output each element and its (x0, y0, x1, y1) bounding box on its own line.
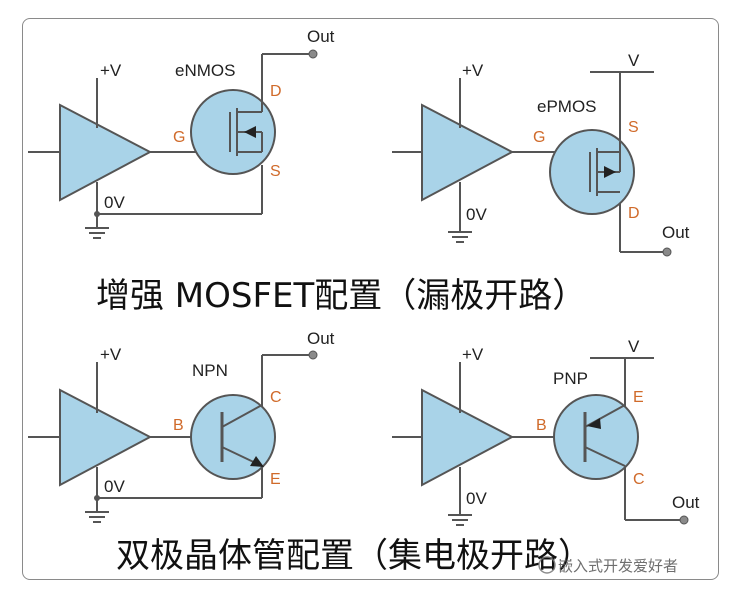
amplifier-icon (421, 388, 515, 487)
output-label: Out (307, 27, 335, 46)
output-terminal (662, 247, 672, 257)
diagram-pnp: +V V 0V PNP B E C Out (392, 337, 700, 526)
output-terminal (308, 350, 318, 360)
emitter-pin-label: E (270, 471, 281, 488)
supply-label: +V (100, 345, 122, 364)
gate-pin-label: G (173, 129, 185, 146)
supply-label: +V (100, 61, 122, 80)
transistor-symbol (549, 129, 635, 215)
watermark-text: 嵌入式开发爱好者 (558, 557, 678, 575)
supply-rail-label: V (628, 51, 640, 70)
supply-label: +V (462, 61, 484, 80)
device-label: eNMOS (175, 61, 235, 80)
transistor-symbol (553, 394, 639, 480)
output-terminal (679, 515, 689, 525)
gate-pin-label: G (533, 129, 545, 146)
emitter-pin-label: E (633, 389, 644, 406)
base-pin-label: B (536, 417, 547, 434)
device-label: NPN (192, 361, 228, 380)
diagram-epmos: +V V 0V ePMOS G S D Out (392, 51, 690, 257)
diagram-enmos: +V 0V eNMOS G D S Out (28, 27, 335, 239)
diagram-npn: +V 0V NPN B C E Out (28, 329, 335, 523)
amplifier-icon (421, 103, 515, 202)
source-pin-label: S (270, 163, 281, 180)
device-label: PNP (553, 369, 588, 388)
output-label: Out (307, 329, 335, 348)
supply-rail-label: V (628, 337, 640, 356)
drain-pin-label: D (628, 205, 640, 222)
collector-pin-label: C (633, 471, 645, 488)
caption-bjt: 双极晶体管配置（集电极开路） (116, 536, 592, 576)
supply-label: +V (462, 345, 484, 364)
figure-frame (22, 18, 719, 580)
amplifier-icon (59, 103, 153, 202)
ground-label: 0V (466, 205, 487, 224)
caption-mosfet: 增强 MOSFET配置（漏极开路） (96, 276, 586, 316)
device-label: ePMOS (537, 97, 597, 116)
drain-pin-label: D (270, 83, 282, 100)
ground-label: 0V (466, 489, 487, 508)
source-pin-label: S (628, 119, 639, 136)
base-pin-label: B (173, 417, 184, 434)
chat-icon (538, 556, 556, 574)
output-terminal (308, 49, 318, 59)
amplifier-icon (59, 388, 153, 487)
output-label: Out (662, 223, 690, 242)
collector-pin-label: C (270, 389, 282, 406)
watermark: 嵌入式开发爱好者 (538, 556, 678, 575)
ground-label: 0V (104, 193, 125, 212)
ground-label: 0V (104, 477, 125, 496)
output-label: Out (672, 493, 700, 512)
transistor-symbol (190, 394, 276, 480)
